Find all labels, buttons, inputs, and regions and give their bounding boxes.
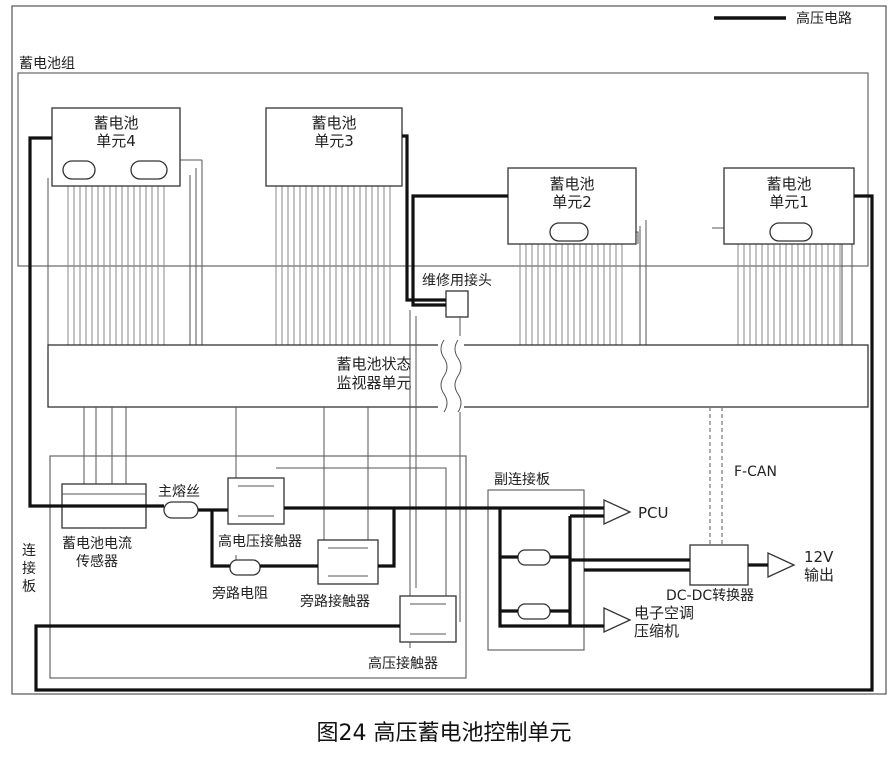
dcdc-converter: DC-DC转换器 bbox=[666, 544, 754, 604]
fcan-label: F-CAN bbox=[734, 464, 777, 480]
legend-label: 高压电路 bbox=[796, 10, 852, 27]
thermistor-4a bbox=[62, 160, 96, 180]
battery-unit-1-line1: 蓄电池 bbox=[766, 175, 811, 193]
hv-circuit bbox=[28, 134, 874, 692]
hv-contactor-coil bbox=[238, 485, 274, 517]
battery-unit-1-line2: 单元1 bbox=[769, 193, 809, 211]
hv-contactor-2-label: 高压接触器 bbox=[368, 655, 438, 672]
compressor-arrow bbox=[603, 606, 632, 634]
thermistor-4b bbox=[130, 160, 168, 180]
cell-wires bbox=[67, 185, 841, 345]
bypass-contactor-label: 旁路接触器 bbox=[300, 593, 370, 610]
bypass-contactor-box bbox=[317, 539, 379, 585]
hv-contactor-2: 高压接触器 bbox=[368, 595, 457, 672]
bypass-contactor: 旁路接触器 bbox=[300, 539, 379, 610]
connection-board-char-1: 连 bbox=[22, 543, 36, 559]
out-12v-line2: 输出 bbox=[804, 566, 834, 584]
battery-group-label: 蓄电池组 bbox=[19, 56, 75, 72]
service-plug-body bbox=[445, 290, 469, 318]
battery-unit-3-line2: 单元3 bbox=[314, 132, 354, 150]
diagram-frame bbox=[11, 5, 887, 695]
thermistor-1 bbox=[769, 222, 813, 242]
battery-unit-1: 蓄电池 单元1 bbox=[723, 167, 855, 245]
hv-contactor: 高电压接触器 bbox=[218, 477, 302, 550]
monitor-break-right bbox=[454, 339, 462, 413]
current-sensor: 蓄电池电流 传感器 bbox=[61, 483, 147, 570]
monitor-break-left bbox=[440, 339, 448, 413]
sub-board-label: 副连接板 bbox=[494, 471, 550, 488]
bypass-contactor-coil bbox=[328, 547, 368, 577]
pcu-output: PCU bbox=[603, 498, 669, 526]
sub-fuse-2 bbox=[517, 603, 551, 620]
main-fuse-label: 主熔丝 bbox=[158, 484, 200, 500]
pcu-label: PCU bbox=[638, 504, 669, 522]
battery-unit-4-line1: 蓄电池 bbox=[93, 114, 138, 132]
dcdc-label: DC-DC转换器 bbox=[666, 587, 754, 604]
battery-unit-3-line1: 蓄电池 bbox=[311, 114, 356, 132]
monitor-unit: 蓄电池状态 监视器单元 bbox=[47, 339, 869, 413]
legend: 高压电路 bbox=[714, 10, 852, 27]
bypass-resistor: 旁路电阻 bbox=[212, 559, 268, 602]
monitor-line1: 蓄电池状态 bbox=[336, 355, 411, 373]
monitor-gap bbox=[438, 340, 464, 412]
hv-contactor-2-coil bbox=[410, 603, 446, 635]
out-12v-line1: 12V bbox=[804, 548, 834, 566]
compressor-output: 电子空调 压缩机 bbox=[603, 604, 694, 640]
service-plug-label: 维修用接头 bbox=[422, 272, 492, 289]
connection-board-label: 连 接 板 bbox=[22, 543, 36, 595]
battery-group-box bbox=[17, 72, 869, 267]
compressor-line1: 电子空调 bbox=[634, 604, 694, 622]
fcan-lines: F-CAN bbox=[709, 407, 777, 545]
battery-unit-3: 蓄电池 单元3 bbox=[265, 107, 403, 187]
battery-unit-3-box bbox=[265, 107, 403, 187]
battery-unit-2: 蓄电池 单元2 bbox=[507, 167, 637, 245]
hv-contactor-2-box bbox=[399, 595, 457, 643]
thermistor-2 bbox=[549, 222, 589, 242]
main-fuse-body bbox=[163, 501, 199, 519]
dcdc-box bbox=[689, 544, 749, 586]
signal-lines bbox=[83, 407, 447, 598]
bypass-resistor-label: 旁路电阻 bbox=[212, 585, 268, 602]
bypass-resistor-body bbox=[229, 559, 261, 576]
connection-board-char-3: 板 bbox=[22, 579, 36, 595]
hv-contactor-box bbox=[227, 477, 285, 525]
current-sensor-line2: 传感器 bbox=[76, 553, 118, 570]
battery-unit-2-line1: 蓄电池 bbox=[549, 175, 594, 193]
compressor-line2: 压缩机 bbox=[634, 622, 679, 640]
out-12v-arrow bbox=[767, 551, 796, 579]
main-fuse: 主熔丝 bbox=[158, 484, 200, 519]
service-plug-leads bbox=[409, 310, 461, 648]
monitor-line2: 监视器单元 bbox=[336, 374, 411, 392]
connection-board-box bbox=[49, 455, 467, 679]
connection-board-char-2: 接 bbox=[22, 560, 36, 577]
sub-fuse-1 bbox=[517, 549, 551, 566]
out-12v: 12V 输出 bbox=[767, 548, 834, 584]
battery-unit-2-line2: 单元2 bbox=[552, 193, 592, 211]
service-plug: 维修用接头 bbox=[409, 272, 492, 648]
figure-caption: 图24 高压蓄电池控制单元 bbox=[317, 721, 572, 746]
hv-contactor-label: 高电压接触器 bbox=[218, 533, 302, 550]
pcu-arrow bbox=[603, 498, 632, 526]
battery-unit-4: 蓄电池 单元4 bbox=[51, 107, 181, 187]
current-sensor-line1: 蓄电池电流 bbox=[62, 536, 132, 552]
battery-unit-4-line2: 单元4 bbox=[96, 132, 136, 150]
